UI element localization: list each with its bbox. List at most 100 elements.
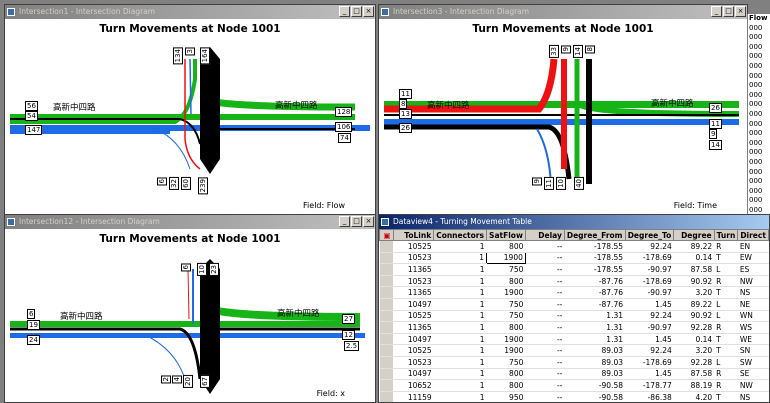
- table-cell[interactable]: 1: [433, 356, 487, 369]
- table-cell[interactable]: -178.77: [625, 379, 674, 392]
- corner-cell[interactable]: ▣: [379, 229, 394, 241]
- table-cell[interactable]: 1: [433, 275, 487, 288]
- table-cell[interactable]: L: [714, 356, 738, 369]
- row-header[interactable]: [379, 275, 394, 288]
- table-cell[interactable]: 11365: [393, 321, 434, 334]
- table-cell[interactable]: 1: [433, 368, 487, 381]
- table-cell[interactable]: --: [525, 391, 565, 402]
- maximize-button[interactable]: □: [351, 216, 362, 227]
- table-cell[interactable]: NW: [737, 275, 769, 288]
- table-cell[interactable]: 1: [433, 333, 487, 346]
- table-cell[interactable]: 4.20: [673, 391, 715, 402]
- table-cell[interactable]: 87.58: [673, 263, 715, 276]
- column-header-degree-to[interactable]: Degree_To: [624, 229, 675, 241]
- table-cell[interactable]: -90.97: [625, 321, 674, 334]
- table-cell[interactable]: 1900: [486, 333, 526, 346]
- minimize-button[interactable]: _: [339, 216, 350, 227]
- row-header[interactable]: [379, 356, 394, 369]
- table-cell[interactable]: 800: [486, 379, 526, 392]
- table-cell[interactable]: R: [714, 321, 738, 334]
- row-header[interactable]: [379, 333, 394, 346]
- table-cell[interactable]: 800: [486, 368, 526, 381]
- maximize-button[interactable]: □: [351, 6, 362, 17]
- table-cell[interactable]: 92.28: [673, 356, 715, 369]
- table-cell[interactable]: T: [714, 333, 738, 346]
- table-cell[interactable]: -178.55: [564, 252, 625, 265]
- table-cell[interactable]: -90.58: [564, 379, 625, 392]
- column-header-degree-from[interactable]: Degree_From: [563, 229, 626, 241]
- table-cell[interactable]: 90.92: [673, 275, 715, 288]
- intersection12-window[interactable]: Intersection12 - Intersection Diagram _ …: [4, 214, 376, 403]
- table-cell[interactable]: 800: [486, 240, 526, 253]
- table-cell[interactable]: 800: [486, 321, 526, 334]
- table-cell[interactable]: --: [525, 310, 565, 323]
- table-cell[interactable]: 10525: [393, 310, 434, 323]
- column-header-delay[interactable]: Delay: [524, 229, 565, 241]
- column-header-tolink[interactable]: ToLink: [392, 229, 435, 241]
- table-cell[interactable]: 10497: [393, 333, 434, 346]
- column-header-direct[interactable]: Direct: [737, 229, 769, 241]
- table-cell[interactable]: 1.31: [564, 321, 625, 334]
- table-cell[interactable]: EN: [737, 240, 769, 253]
- row-header[interactable]: [379, 298, 394, 311]
- table-cell[interactable]: -178.55: [564, 240, 625, 253]
- table-cell[interactable]: 92.24: [625, 344, 674, 357]
- table-cell[interactable]: 1: [433, 379, 487, 392]
- table-cell[interactable]: NS: [737, 286, 769, 299]
- table-cell[interactable]: --: [525, 275, 565, 288]
- table-cell[interactable]: NE: [737, 298, 769, 311]
- table-cell[interactable]: 1: [433, 240, 487, 253]
- table-cell[interactable]: --: [525, 286, 565, 299]
- table-cell[interactable]: -87.76: [564, 275, 625, 288]
- table-cell[interactable]: 1.45: [625, 298, 674, 311]
- table-cell[interactable]: 1: [433, 252, 487, 265]
- table-cell[interactable]: T: [714, 252, 738, 265]
- title-bar[interactable]: Dataview4 - Turning Movement Table: [379, 215, 769, 229]
- table-cell[interactable]: 10652: [393, 379, 434, 392]
- table-cell[interactable]: 1: [433, 321, 487, 334]
- table-cell[interactable]: 1: [433, 298, 487, 311]
- title-bar[interactable]: Intersection12 - Intersection Diagram: [5, 215, 375, 229]
- table-cell[interactable]: --: [525, 379, 565, 392]
- row-header[interactable]: [379, 286, 394, 299]
- table-cell[interactable]: 1900: [486, 286, 526, 299]
- table-cell[interactable]: R: [714, 368, 738, 381]
- intersection-diagram[interactable]: Turn Movements at Node 1001 高新中四路 高新中四路 …: [5, 229, 375, 402]
- table-cell[interactable]: 1.45: [625, 368, 674, 381]
- table-cell[interactable]: WS: [737, 321, 769, 334]
- table-cell[interactable]: 0.14: [673, 333, 715, 346]
- table-cell[interactable]: R: [714, 240, 738, 253]
- table-cell[interactable]: --: [525, 344, 565, 357]
- row-header[interactable]: [379, 391, 394, 402]
- table-cell[interactable]: -87.76: [564, 286, 625, 299]
- table-cell[interactable]: ES: [737, 263, 769, 276]
- table-cell[interactable]: 88.19: [673, 379, 715, 392]
- column-header-satflow[interactable]: SatFlow: [485, 229, 526, 241]
- table-cell[interactable]: EW: [737, 252, 769, 265]
- table-cell[interactable]: 90.92: [673, 310, 715, 323]
- table-cell[interactable]: 87.58: [673, 368, 715, 381]
- table-cell[interactable]: 10525: [393, 344, 434, 357]
- row-header[interactable]: [379, 321, 394, 334]
- dataview4-window[interactable]: Dataview4 - Turning Movement Table ▣ToLi…: [378, 214, 770, 403]
- table-cell[interactable]: -87.76: [564, 298, 625, 311]
- table-cell[interactable]: 1.31: [564, 333, 625, 346]
- close-button[interactable]: ×: [363, 216, 374, 227]
- intersection1-window[interactable]: Intersection1 - Intersection Diagram _ □…: [4, 4, 376, 215]
- minimize-button[interactable]: _: [711, 6, 722, 17]
- table-cell[interactable]: 800: [486, 275, 526, 288]
- table-cell[interactable]: L: [714, 298, 738, 311]
- table-cell[interactable]: T: [714, 344, 738, 357]
- table-cell[interactable]: 1: [433, 263, 487, 276]
- table-cell[interactable]: 1.45: [625, 333, 674, 346]
- table-cell[interactable]: 92.24: [625, 240, 674, 253]
